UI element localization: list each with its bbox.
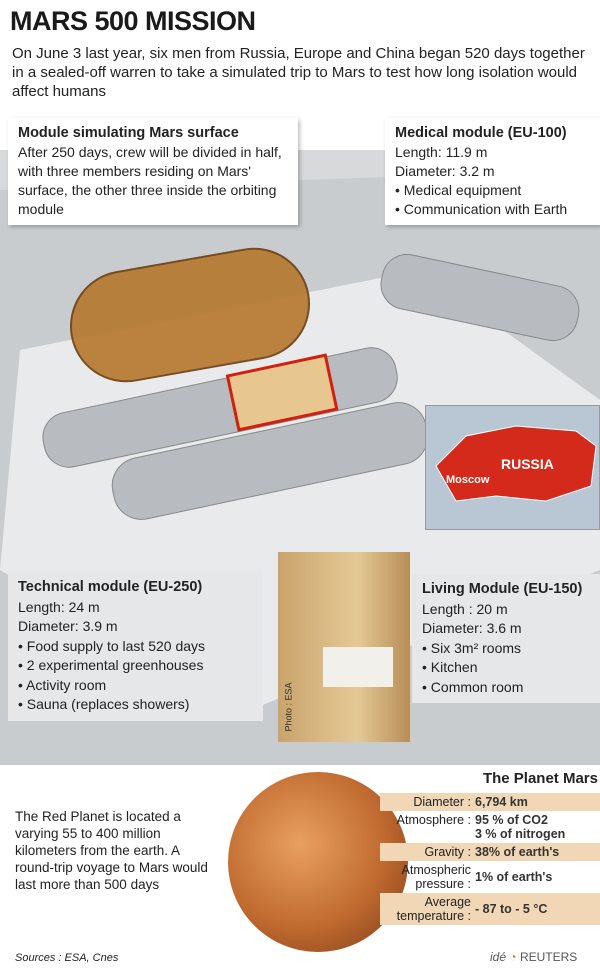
callout-title: Module simulating Mars surface bbox=[18, 125, 239, 141]
row-value: 95 % of CO2 bbox=[475, 813, 548, 827]
callout-title: Living Module (EU-150) bbox=[422, 581, 583, 597]
red-planet-text: The Red Planet is located a varying 55 t… bbox=[15, 809, 208, 892]
page-title: MARS 500 MISSION bbox=[10, 6, 256, 36]
callout-title: Medical module (EU-100) bbox=[395, 125, 567, 141]
intro-text: On June 3 last year, six men from Russia… bbox=[12, 45, 585, 100]
spec-line: Diameter: 3.2 m bbox=[395, 163, 495, 179]
table-row: Atmospheric pressure : 1% of earth's bbox=[380, 861, 600, 893]
spec-line: • Six 3m² rooms bbox=[422, 639, 522, 656]
spec-line: • 2 experimental greenhouses bbox=[18, 657, 204, 673]
row-value: 6,794 km bbox=[475, 795, 528, 809]
spec-line: • Kitchen bbox=[422, 659, 478, 675]
spec-line: • Medical equipment bbox=[395, 182, 522, 198]
spec-line: • Common room bbox=[422, 678, 524, 695]
russia-map: RUSSIA Moscow bbox=[425, 405, 600, 530]
table-row: Diameter : 6,794 km bbox=[380, 793, 600, 811]
row-value: - 87 to - 5 °C bbox=[475, 902, 548, 916]
living-module-photo: Photo : ESA bbox=[278, 552, 410, 742]
callout-text: After 250 days, crew will be divided in … bbox=[18, 144, 282, 217]
living-module-callout: Living Module (EU-150) Length : 20 m Dia… bbox=[412, 574, 600, 703]
row-key: Gravity : bbox=[424, 845, 471, 859]
table-row: Gravity : 38% of earth's bbox=[380, 843, 600, 861]
row-value: 1% of earth's bbox=[475, 870, 553, 884]
row-key: Atmosphere : bbox=[396, 813, 471, 827]
surface-module-callout: Module simulating Mars surface After 250… bbox=[8, 118, 298, 225]
map-country-label: RUSSIA bbox=[501, 456, 554, 472]
spec-line: • Activity room bbox=[18, 676, 107, 693]
spec-line: • Communication with Earth bbox=[395, 201, 568, 217]
medical-module-callout: Medical module (EU-100) Length: 11.9 m D… bbox=[385, 118, 600, 225]
callout-title: Technical module (EU-250) bbox=[18, 579, 203, 595]
map-city-label: Moscow bbox=[446, 474, 490, 486]
row-value: 38% of earth's bbox=[475, 845, 560, 859]
reuters-logo-text: REUTERS bbox=[519, 950, 578, 964]
row-key: Diameter : bbox=[413, 795, 471, 809]
spec-line: • Sauna (replaces showers) bbox=[18, 696, 190, 712]
mars-planet-image bbox=[228, 772, 408, 952]
spec-line: Length : 20 m bbox=[422, 600, 508, 617]
reuters-logo-icon: ◔ bbox=[509, 950, 517, 964]
bed bbox=[323, 647, 393, 687]
row-key: Average temperature : bbox=[396, 895, 471, 923]
table-row: Average temperature : - 87 to - 5 °C bbox=[380, 893, 600, 925]
cutaway-rooms bbox=[225, 353, 339, 432]
sources-text: Sources : ESA, Cnes bbox=[15, 952, 119, 964]
spec-line: Length: 11.9 m bbox=[395, 144, 488, 160]
technical-module-callout: Technical module (EU-250) Length: 24 m D… bbox=[8, 572, 263, 721]
surface-module bbox=[69, 247, 311, 383]
agency-logo: idé bbox=[490, 950, 507, 964]
table-title: The Planet Mars bbox=[482, 770, 598, 787]
credit-logo: idé ◔ REUTERS bbox=[490, 950, 577, 964]
spec-line: Diameter: 3.9 m bbox=[18, 618, 118, 634]
planet-facts-table: The Planet Mars Diameter : 6,794 km Atmos… bbox=[380, 770, 600, 925]
row-key: Atmospheric pressure : bbox=[401, 863, 471, 891]
spec-line: Length: 24 m bbox=[18, 598, 100, 615]
photo-credit: Photo : ESA bbox=[283, 682, 294, 732]
spec-line: • Food supply to last 520 days bbox=[18, 637, 206, 654]
row-value: 3 % of nitrogen bbox=[475, 827, 566, 841]
spec-line: Diameter: 3.6 m bbox=[422, 620, 522, 636]
